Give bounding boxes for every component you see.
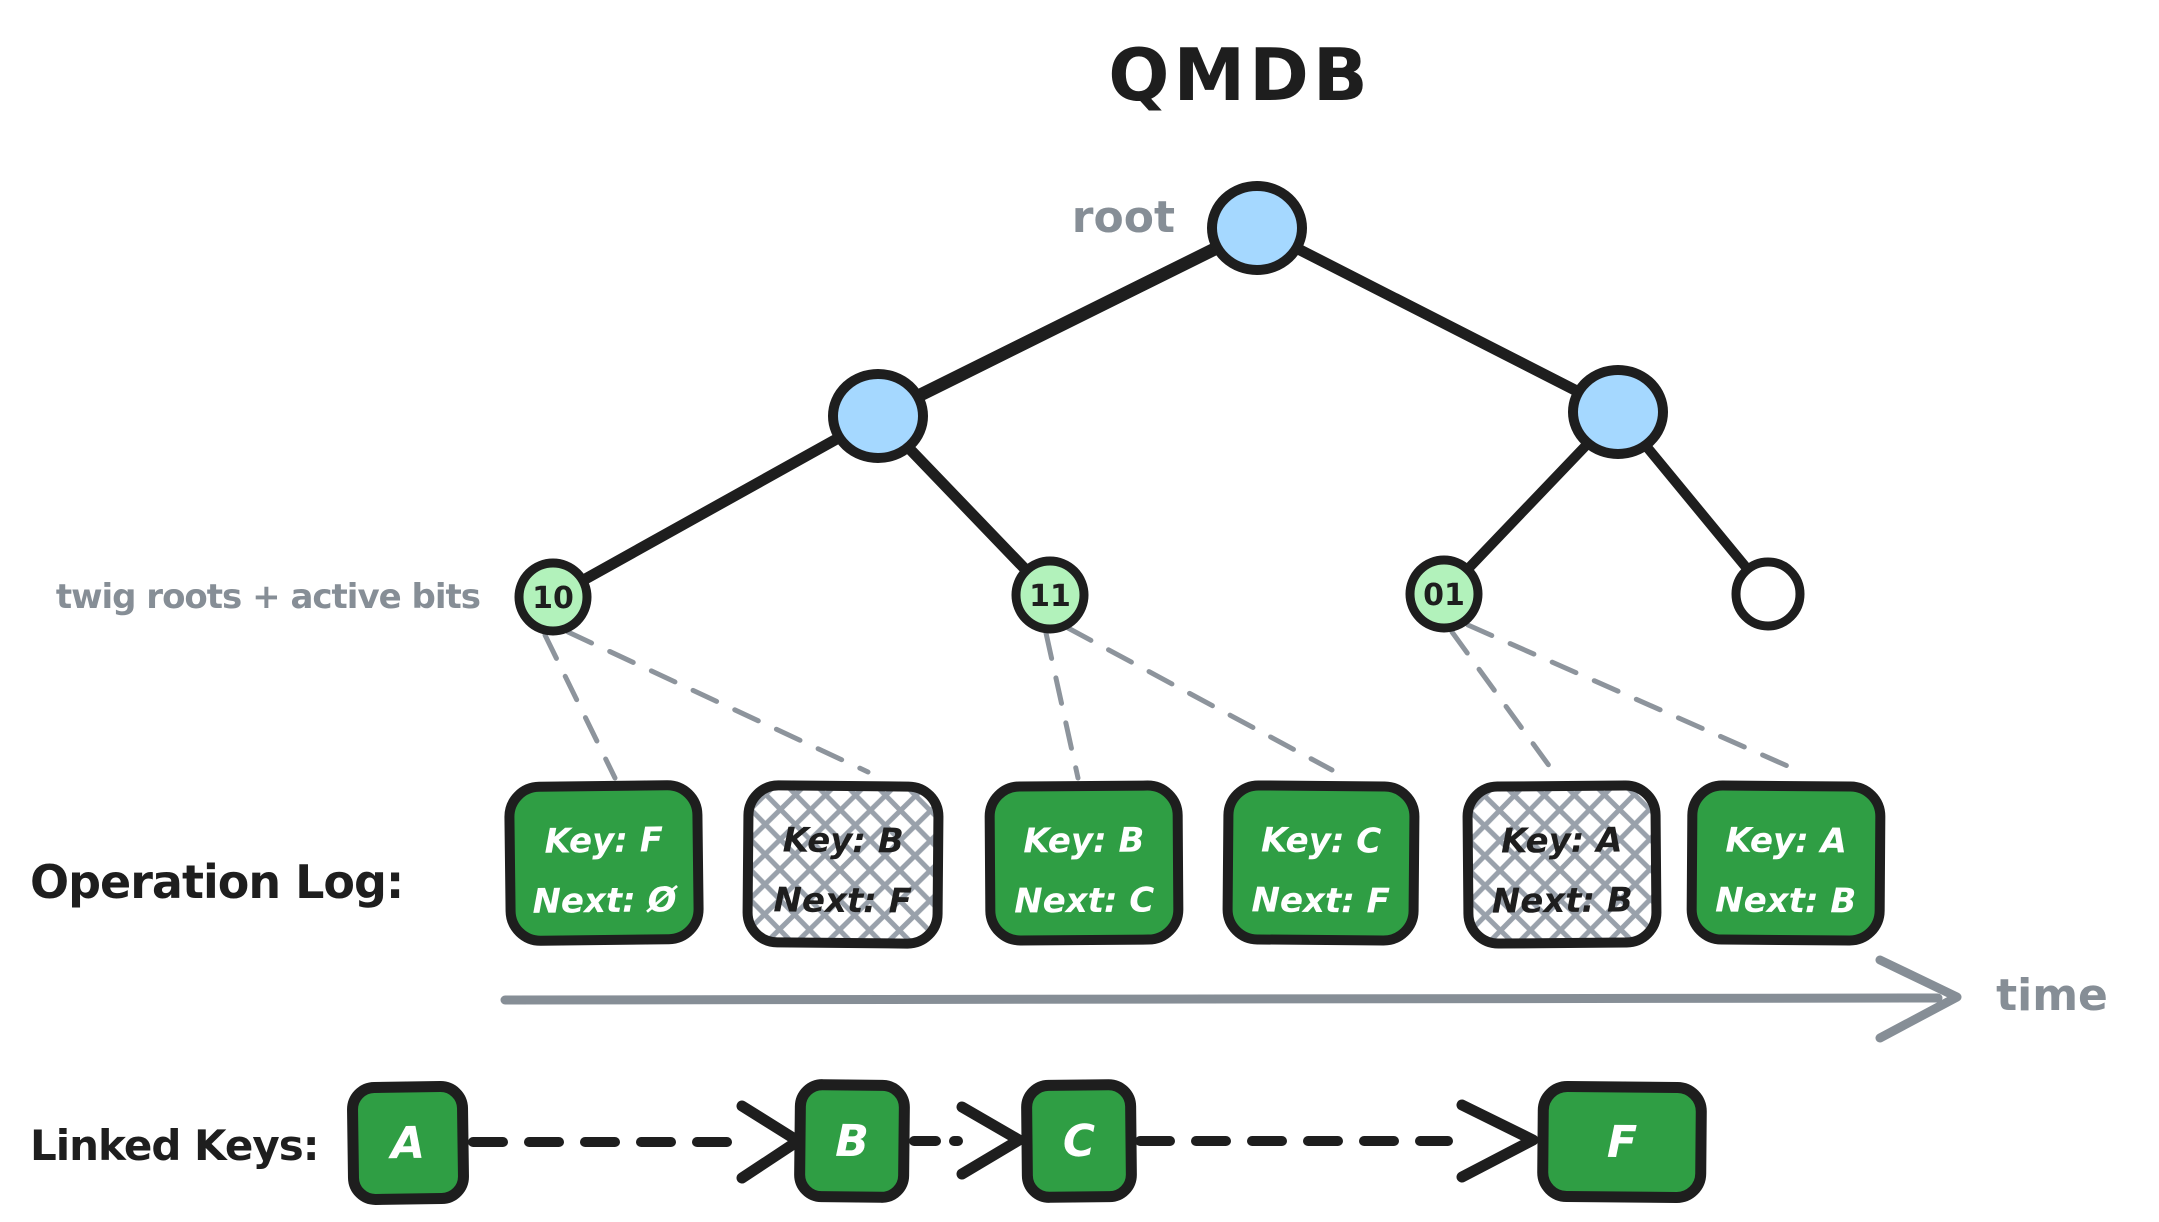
op-log-entry: Key: A Next: B [1686,780,1886,946]
linked-key-box: B [794,1079,910,1203]
op-entry-box [1686,780,1886,946]
op-log-entry: Key: F Next: Ø [504,780,704,946]
time-arrow-head-icon [1875,955,1962,1043]
op-entry-next: Next: Ø [532,880,679,922]
op-entry-box [1462,780,1662,949]
twig-link [1465,622,1795,771]
linked-key-box: A [347,1081,469,1205]
twig-link [1065,625,1335,773]
twig-node-11: 11 [1011,556,1089,634]
empty-twig-node [1731,557,1805,631]
arrow-head-icon [736,1100,804,1184]
op-log-entry: Key: C Next: F [1222,780,1420,946]
linked-key-arrow [468,1100,804,1184]
twig-link [1043,630,1081,781]
op-entry-key: Key: F [544,820,663,861]
linked-key-label: C [1063,1116,1096,1167]
operation-log-label: Operation Log: [30,855,403,909]
tree-edge [547,410,884,603]
linked-key-rect [1021,1079,1137,1203]
twig-node-circle [514,558,592,636]
root-node [1207,181,1307,275]
linked-key-rect [347,1081,469,1205]
merkle-tree: 10 11 01 root twig roots + active bits [56,181,1805,781]
linked-key-box: F [1537,1081,1707,1203]
internal-node-left [828,369,928,463]
linked-key-box: C [1021,1079,1137,1203]
twig-node-label: 11 [1029,579,1071,614]
twig-node-10: 10 [514,558,592,636]
op-entry-key: Key: B [1023,821,1144,862]
twig-node-circle [1405,555,1483,633]
op-entry-box [504,780,704,946]
twig-node-circle [1011,556,1089,634]
op-entry-next: Next: C [1014,881,1154,922]
linked-key-arrow [1135,1099,1539,1183]
op-entry-key: Key: B [783,820,904,861]
linked-keys-row: A B C F [347,1079,1707,1205]
op-entry-key: Key: C [1261,820,1381,861]
twig-node-label: 10 [532,581,574,616]
operation-log-row: Key: F Next: Ø Key: B Next: F Key: B Nex… [504,780,1886,949]
twig-link [565,629,871,775]
op-log-entry: Key: B Next: C [984,780,1184,946]
op-entry-next: Next: F [1251,880,1390,921]
arrow-head-icon [956,1101,1025,1180]
time-label: time [1996,970,2108,1021]
op-entry-box [742,780,944,949]
twig-to-log-links [542,622,1795,781]
op-entry-next: Next: B [1492,880,1633,921]
op-entry-next: Next: B [1715,881,1856,922]
twig-node-01: 01 [1405,555,1483,633]
linked-key-arrow [909,1101,1025,1180]
op-log-entry-stale: Key: A Next: B [1462,780,1662,949]
linked-key-label: B [835,1116,869,1167]
tree-edge [1251,222,1624,418]
linked-key-label: A [388,1118,426,1170]
twig-link [1449,629,1561,781]
linked-key-label: F [1607,1117,1638,1168]
diagram-title: QMDB [1108,33,1372,117]
linked-keys-label: Linked Keys: [30,1121,319,1170]
twig-node-label: 01 [1423,578,1465,613]
linked-key-rect [1537,1081,1707,1203]
tree-edge [871,221,1264,423]
op-entry-key: Key: A [1725,821,1847,862]
op-entry-box [984,780,1184,946]
op-entry-box [1222,780,1420,946]
time-axis: time [500,955,2108,1043]
twig-link [542,632,618,781]
op-log-entry-stale: Key: B Next: F [742,780,944,949]
twig-roots-label: twig roots + active bits [56,577,480,617]
linked-key-rect [794,1079,910,1203]
arrow-head-icon [1456,1099,1539,1183]
op-entry-next: Next: F [773,880,912,921]
op-entry-key: Key: A [1501,820,1623,861]
time-arrow-line [500,993,1943,1005]
twig-node-circle [1731,557,1805,631]
root-label: root [1072,192,1175,243]
internal-node-right [1568,365,1668,459]
